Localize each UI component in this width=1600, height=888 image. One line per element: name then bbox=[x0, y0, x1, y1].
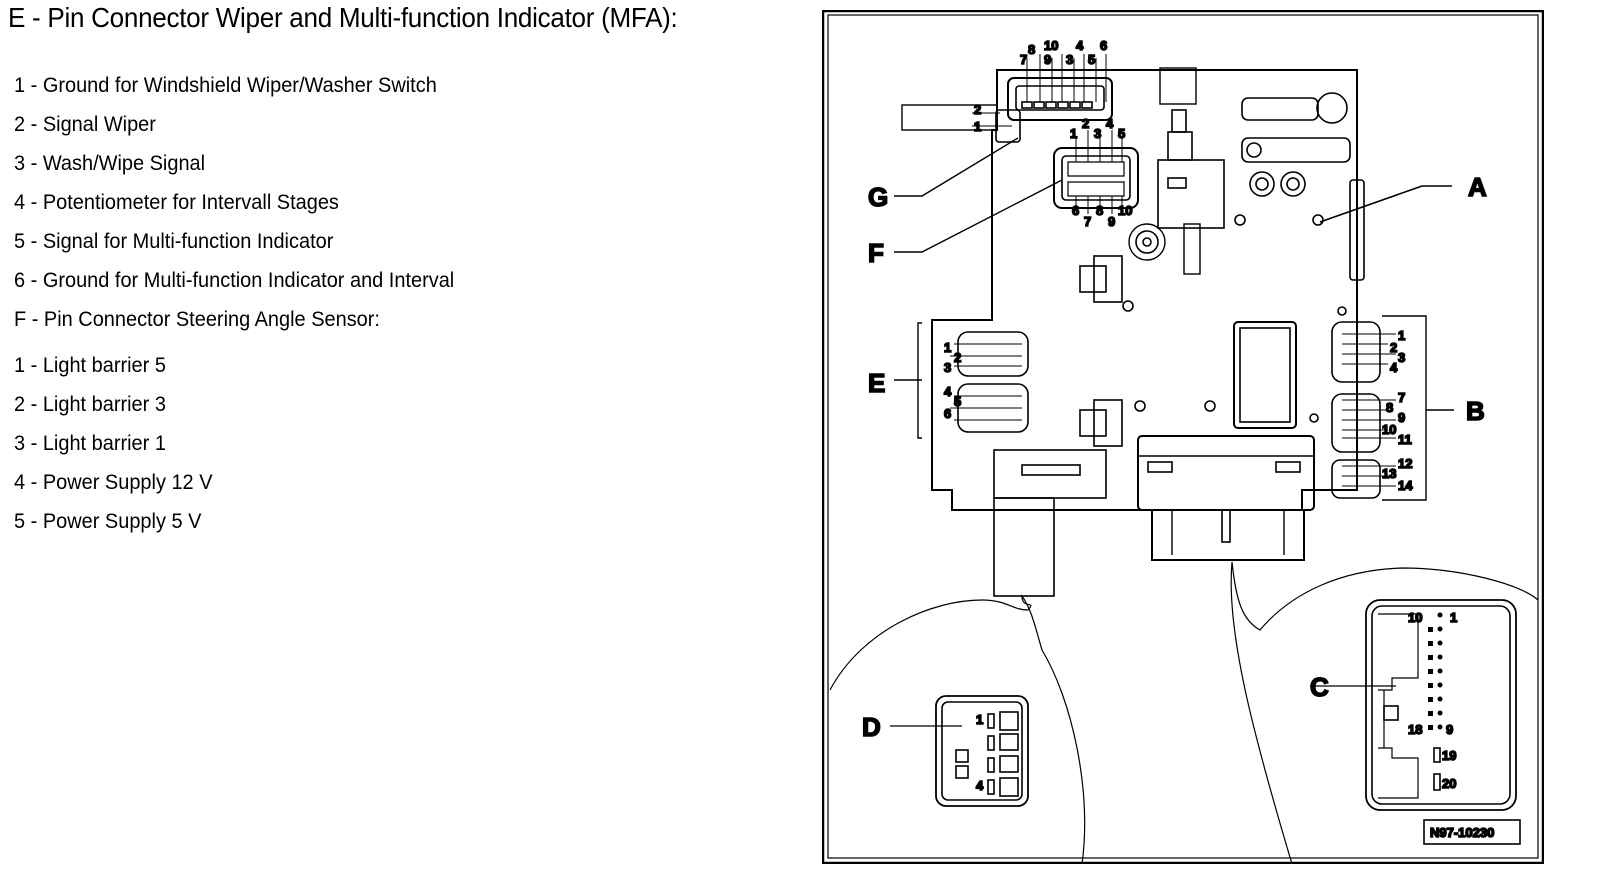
magnifier-bubble-c bbox=[1230, 561, 1539, 864]
connector-e-pin-1: 1 - Ground for Windshield Wiper/Washer S… bbox=[14, 74, 437, 97]
diagram-svg: 8 10 4 6 7 9 3 5 2 1 2 4 1 3 5 6 8 10 7 … bbox=[822, 10, 1544, 864]
c-pin-label-20: 20 bbox=[1442, 776, 1456, 791]
connector-g-pin-slots bbox=[1021, 101, 1093, 109]
connector-e-pin-4: 4 - Potentiometer for Intervall Stages bbox=[14, 191, 339, 214]
control-module-housing bbox=[901, 69, 1358, 511]
figure-number: N97-10230 bbox=[1430, 825, 1494, 840]
f-pin-label-7: 7 bbox=[1084, 214, 1091, 229]
callout-g: G bbox=[868, 182, 888, 212]
connector-f-title: F - Pin Connector Steering Angle Sensor: bbox=[14, 308, 380, 331]
connector-c-pin-grid bbox=[1428, 612, 1443, 730]
f-pin-label-9: 9 bbox=[1108, 214, 1115, 229]
connector-b bbox=[1331, 315, 1454, 501]
diagram-frame-inner bbox=[827, 14, 1539, 859]
f-pin-label-4: 4 bbox=[1106, 116, 1114, 131]
connector-e-pin-3: 3 - Wash/Wipe Signal bbox=[14, 152, 206, 175]
connector-f-pin-1: 1 - Light barrier 5 bbox=[14, 354, 166, 377]
b-pin-label-11: 11 bbox=[1398, 432, 1412, 447]
c-pin-label-18: 18 bbox=[1408, 722, 1422, 737]
connector-c-detail bbox=[1310, 599, 1517, 811]
b-pin-label-14: 14 bbox=[1398, 478, 1413, 493]
b-pin-label-9: 9 bbox=[1398, 410, 1405, 425]
callout-e: E bbox=[868, 368, 885, 398]
g-pin-label-9: 9 bbox=[1044, 52, 1051, 67]
connector-d-detail bbox=[890, 695, 1029, 807]
g-pin-label-3: 3 bbox=[1066, 52, 1073, 67]
g-pin-label-6: 6 bbox=[1100, 38, 1107, 53]
b-pin-label-1: 1 bbox=[1398, 328, 1405, 343]
b-pin-label-3: 3 bbox=[1398, 350, 1405, 365]
f-pin-label-10: 10 bbox=[1118, 203, 1132, 218]
g-pin-label-7: 7 bbox=[1020, 52, 1027, 67]
magnifier-bubble-d bbox=[829, 594, 1086, 864]
e-pin-label-3: 3 bbox=[944, 360, 951, 375]
connector-e-pin-5: 5 - Signal for Multi-function Indicator bbox=[14, 230, 334, 253]
relay-small-bottom bbox=[1079, 399, 1216, 447]
potentiometer bbox=[1128, 223, 1166, 261]
b-pin-label-2: 2 bbox=[1390, 340, 1397, 355]
f-pin-label-5: 5 bbox=[1118, 126, 1125, 141]
f-pin-label-8: 8 bbox=[1096, 203, 1103, 218]
b-pin-label-12: 12 bbox=[1398, 456, 1412, 471]
b-pin-label-4: 4 bbox=[1390, 360, 1398, 375]
relay-block bbox=[1157, 67, 1225, 275]
connector-d-housing bbox=[993, 449, 1107, 597]
c-pin-label-19: 19 bbox=[1442, 748, 1456, 763]
diagram-frame bbox=[822, 10, 1544, 864]
d-pin-label-1: 1 bbox=[976, 712, 983, 727]
b-pin-label-10: 10 bbox=[1382, 422, 1396, 437]
callout-g-leader bbox=[894, 137, 1019, 197]
connector-e-pin-6: 6 - Ground for Multi-function Indicator … bbox=[14, 269, 455, 292]
g-pin-label-4: 4 bbox=[1076, 38, 1084, 53]
b-pin-label-7: 7 bbox=[1398, 390, 1405, 405]
b-pin-label-8: 8 bbox=[1386, 400, 1393, 415]
d-pin-label-4: 4 bbox=[976, 778, 984, 793]
callout-b: B bbox=[1466, 396, 1485, 426]
e-pin-label-5: 5 bbox=[954, 394, 961, 409]
relay-small-top bbox=[1079, 255, 1134, 312]
display-window bbox=[1233, 321, 1297, 429]
connector-f-pin-4: 4 - Power Supply 12 V bbox=[14, 471, 213, 494]
c-pin-label-9: 9 bbox=[1446, 722, 1453, 737]
g-pin-label-8: 8 bbox=[1028, 42, 1035, 57]
connector-e-title: E - Pin Connector Wiper and Multi-functi… bbox=[8, 2, 678, 33]
c-pin-label-10: 10 bbox=[1408, 610, 1422, 625]
connector-c-housing bbox=[1137, 435, 1315, 561]
connector-e-pin-2: 2 - Signal Wiper bbox=[14, 113, 156, 136]
f-pin-label-6: 6 bbox=[1072, 203, 1079, 218]
connector-e bbox=[894, 322, 1029, 439]
b-pin-label-13: 13 bbox=[1382, 466, 1396, 481]
g-pin-label-5: 5 bbox=[1088, 52, 1095, 67]
callout-a: A bbox=[1468, 172, 1487, 202]
mount-hole bbox=[1337, 306, 1347, 316]
callout-f: F bbox=[868, 238, 884, 268]
callout-f-leader bbox=[894, 179, 1063, 253]
mount-hole bbox=[1309, 413, 1319, 423]
e-pin-label-6: 6 bbox=[944, 406, 951, 421]
callout-d: D bbox=[862, 712, 881, 742]
g-pin-label-2: 2 bbox=[974, 102, 981, 117]
callout-a-leader bbox=[1319, 185, 1452, 223]
connector-f-pin-5: 5 - Power Supply 5 V bbox=[14, 510, 202, 533]
connector-f-pin-3: 3 - Light barrier 1 bbox=[14, 432, 166, 455]
connector-f-pin-2: 2 - Light barrier 3 bbox=[14, 393, 166, 416]
f-pin-label-2: 2 bbox=[1082, 116, 1089, 131]
connector-f bbox=[1053, 130, 1139, 214]
connector-diagram: 8 10 4 6 7 9 3 5 2 1 2 4 1 3 5 6 8 10 7 … bbox=[822, 10, 1544, 864]
c-pin-label-1: 1 bbox=[1450, 610, 1457, 625]
g-pin-label-1: 1 bbox=[974, 119, 981, 134]
e-pin-label-2: 2 bbox=[954, 350, 961, 365]
e-pin-label-4: 4 bbox=[944, 384, 952, 399]
g-pin-label-10: 10 bbox=[1044, 38, 1058, 53]
f-pin-label-1: 1 bbox=[1070, 126, 1077, 141]
board-openings bbox=[1234, 92, 1365, 281]
connector-g bbox=[972, 54, 1113, 143]
figure-number-box bbox=[1423, 819, 1521, 845]
callout-c: C bbox=[1310, 672, 1329, 702]
f-pin-label-3: 3 bbox=[1094, 126, 1101, 141]
e-pin-label-1: 1 bbox=[944, 340, 951, 355]
